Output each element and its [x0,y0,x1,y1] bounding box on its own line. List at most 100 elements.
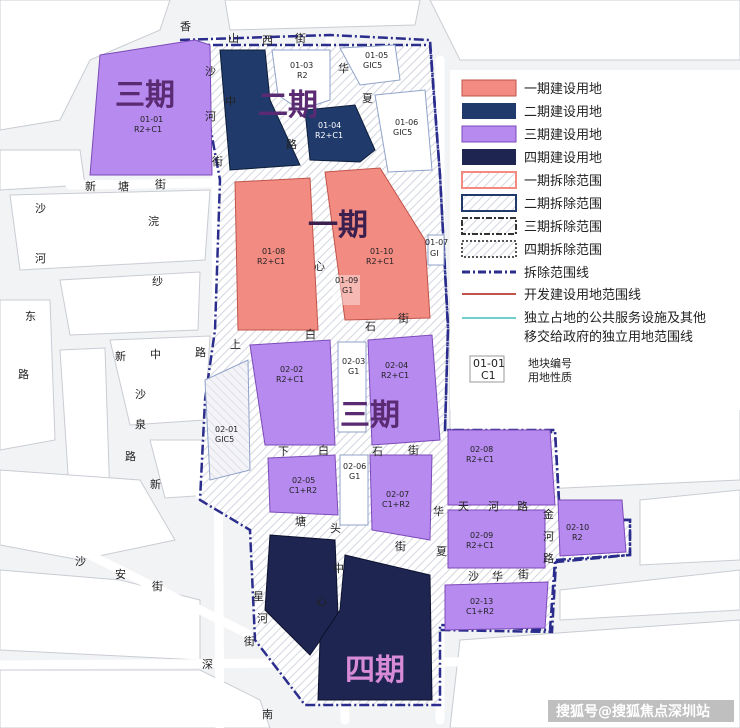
svg-text:白: 白 [318,443,329,457]
legend-key-use: C1 [481,369,496,382]
svg-text:02-06: 02-06 [343,462,366,471]
svg-text:01-04: 01-04 [318,121,341,130]
parcel-01-04[interactable] [304,104,376,163]
svg-text:河: 河 [35,252,46,265]
svg-text:路: 路 [543,552,554,565]
legend-label-phase4-land: 四期建设用地 [524,151,602,166]
parcel-02-01[interactable] [204,359,251,481]
parcel-02-06[interactable] [339,454,369,526]
legend-label-phase3-land: 三期建设用地 [524,128,602,143]
svg-text:新: 新 [85,179,96,193]
legend-key-code-label: 地块编号 [528,356,572,370]
legend-swatch-phase1-demo [461,171,517,189]
svg-text:R2+C1: R2+C1 [366,257,394,266]
parcel-02-07[interactable] [369,454,433,541]
svg-text:路: 路 [517,500,528,513]
svg-text:02-13: 02-13 [470,597,493,606]
parcel-phase4-main[interactable] [317,554,433,701]
svg-text:02-10: 02-10 [566,523,589,532]
svg-text:路: 路 [195,346,206,359]
svg-text:R2: R2 [297,71,308,80]
watermark-text: 搜狐号@搜狐焦点深圳站 [556,703,710,720]
svg-text:R2+C1: R2+C1 [276,375,304,384]
legend-swatch-phase4-demo [461,240,517,258]
svg-text:01-10: 01-10 [370,247,393,256]
parcel-labels: 01-01 R2+C1 01-03 R2 01-04 R2+C1 01-05 G… [134,51,589,616]
svg-text:心: 心 [316,595,327,608]
svg-text:G1: G1 [349,472,360,481]
svg-text:GIC5: GIC5 [393,128,412,137]
svg-text:石: 石 [365,320,376,333]
svg-text:C1+R2: C1+R2 [289,486,317,495]
parcel-02-08[interactable] [447,429,556,506]
svg-text:01-01: 01-01 [140,115,163,124]
legend-swatch-phase1-land [461,79,517,97]
svg-text:中: 中 [225,95,236,108]
svg-text:华: 华 [492,569,503,583]
phase3-label-top: 三期 [115,78,175,113]
legend-label-public-1: 独立占地的公共服务设施及其他 [524,310,706,326]
svg-text:东: 东 [25,310,36,323]
svg-text:GI: GI [430,249,439,258]
parcel-01-10[interactable] [324,167,431,321]
svg-text:天: 天 [458,500,469,513]
svg-text:01-08: 01-08 [262,247,285,256]
svg-text:街: 街 [152,579,163,593]
svg-text:塘: 塘 [295,514,306,528]
parcel-02-02[interactable] [249,339,336,446]
project-boundary-line [179,33,632,634]
svg-text:街: 街 [518,567,529,581]
svg-text:河: 河 [543,530,554,543]
parcel-01-03[interactable] [271,49,331,111]
legend-label-phase3-demo: 三期拆除范围 [524,220,602,235]
parcel-01-08[interactable] [234,177,319,331]
svg-text:西: 西 [262,34,273,47]
svg-text:R2+C1: R2+C1 [466,541,494,550]
svg-text:新: 新 [115,349,126,363]
parcel-02-04[interactable] [367,334,441,446]
legend: 一期建设用地 二期建设用地 三期建设用地 四期建设用地 一期拆除范围 二期拆除范… [450,70,740,410]
legend-key-use-label: 用地性质 [528,370,572,384]
phase3-label-mid: 三期 [340,398,400,433]
parcel-02-10[interactable] [557,499,627,557]
svg-text:02-01: 02-01 [215,425,238,434]
parcel-01-07[interactable] [427,234,445,266]
legend-swatch-phase4-land [462,149,516,165]
svg-text:路: 路 [18,368,29,381]
parcel-02-03[interactable] [337,341,367,433]
svg-text:GIC5: GIC5 [363,61,382,70]
svg-text:泉: 泉 [135,417,146,431]
legend-label-phase2-land: 二期建设用地 [524,105,602,120]
road-labels: 山 西 街 香 沙 河 街 新 塘 街 沙 河 东 路 浣 纱 新 中 路 沙 … [18,20,554,721]
parcel-01-06[interactable] [374,89,433,173]
parcel-02-13[interactable] [444,581,549,631]
svg-text:塘: 塘 [118,179,129,193]
parcel-01-05[interactable] [339,44,401,86]
svg-text:路: 路 [286,138,297,151]
parcel-02-09[interactable] [447,509,546,569]
svg-text:R2+C1: R2+C1 [381,371,409,380]
parcel-01-09[interactable] [332,275,360,305]
svg-text:新: 新 [150,477,161,491]
parcel-02-phase-left[interactable] [219,49,301,171]
svg-text:深: 深 [202,658,213,671]
svg-text:石: 石 [372,445,383,458]
svg-text:白: 白 [305,327,316,341]
parcel-02-05[interactable] [267,454,339,516]
svg-text:路: 路 [125,450,136,463]
svg-text:R2: R2 [572,533,583,542]
legend-label-public-2: 移交给政府的独立用地范围线 [524,329,693,345]
svg-text:夏: 夏 [436,545,447,558]
svg-text:南: 南 [262,708,273,721]
svg-text:山: 山 [228,32,239,45]
svg-text:街: 街 [155,177,166,191]
svg-text:中: 中 [150,348,161,361]
svg-text:街: 街 [212,154,223,168]
phase1-label: 一期 [308,208,368,243]
svg-text:C1+R2: C1+R2 [466,607,494,616]
parcel-01-01[interactable] [89,39,213,176]
svg-text:香: 香 [180,20,191,33]
legend-label-phase1-land: 一期建设用地 [524,82,602,97]
svg-text:R2+C1: R2+C1 [257,257,285,266]
